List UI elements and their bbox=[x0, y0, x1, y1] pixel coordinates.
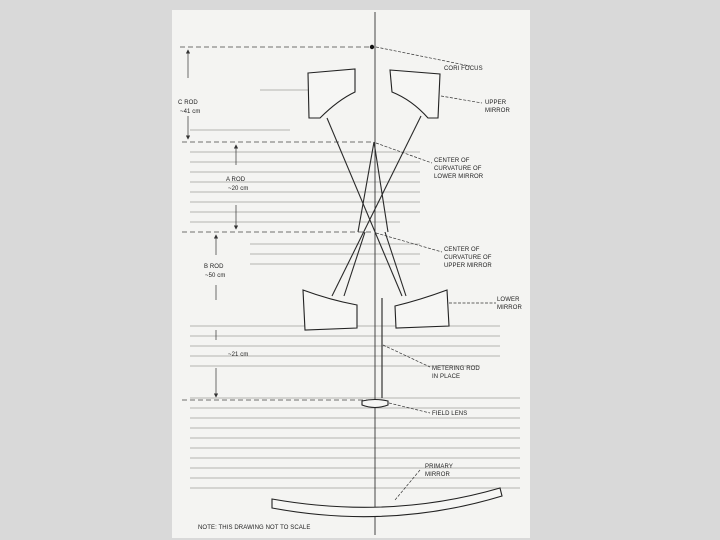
c-rod-length: ~41 cm bbox=[180, 109, 200, 115]
scale-note: NOTE: THIS DRAWING NOT TO SCALE bbox=[198, 525, 310, 531]
b-rod-length: ~50 cm bbox=[205, 273, 225, 279]
c-rod-dimension: C ROD ~41 cm bbox=[178, 49, 200, 140]
a-rod-dimension: A ROD ~20 cm bbox=[226, 144, 248, 230]
center-upper-label-line3: UPPER MIRROR bbox=[444, 263, 492, 269]
center-upper-label-line2: CURVATURE OF bbox=[444, 255, 492, 261]
center-lower-label-line2: CURVATURE OF bbox=[434, 166, 482, 172]
b-rod-label: B ROD bbox=[204, 264, 224, 270]
upper-mirror-label-line2: MIRROR bbox=[485, 108, 510, 114]
lower-mirror-left bbox=[302, 289, 358, 331]
upper-mirror-left bbox=[307, 68, 356, 119]
upper-mirror-right bbox=[389, 69, 441, 119]
focus-point bbox=[369, 44, 375, 50]
lower-gap-length: ~21 cm bbox=[228, 352, 248, 358]
primary-mirror-label-line1: PRIMARY bbox=[425, 464, 453, 470]
leader-lines bbox=[375, 46, 496, 501]
center-upper-label-line1: CENTER OF bbox=[444, 247, 480, 253]
center-lower-label-line3: LOWER MIRROR bbox=[434, 174, 484, 180]
light-beams bbox=[326, 115, 422, 297]
a-rod-length: ~20 cm bbox=[228, 186, 248, 192]
bleed-through-text bbox=[190, 89, 520, 489]
primary-mirror bbox=[271, 487, 503, 518]
center-lower-label-line1: CENTER OF bbox=[434, 158, 470, 164]
metering-rod-label-line2: IN PLACE bbox=[432, 374, 460, 380]
a-rod-label: A ROD bbox=[226, 177, 246, 183]
lower-mirror-label-line1: LOWER bbox=[497, 297, 520, 303]
upper-mirror-label-line1: UPPER bbox=[485, 100, 507, 106]
c-rod-label: C ROD bbox=[178, 100, 198, 106]
focus-label: CORI FOCUS bbox=[444, 66, 483, 72]
lower-gap-dimension: ~21 cm bbox=[213, 330, 248, 398]
field-lens-label: FIELD LENS bbox=[432, 411, 467, 417]
primary-mirror-label-line2: MIRROR bbox=[425, 472, 450, 478]
metering-rod-label-line1: METERING ROD bbox=[432, 366, 480, 372]
lower-mirror-label-line2: MIRROR bbox=[497, 305, 522, 311]
b-rod-dimension: B ROD ~50 cm bbox=[204, 234, 225, 300]
lower-mirror-right bbox=[394, 289, 450, 329]
field-lens bbox=[361, 398, 389, 409]
